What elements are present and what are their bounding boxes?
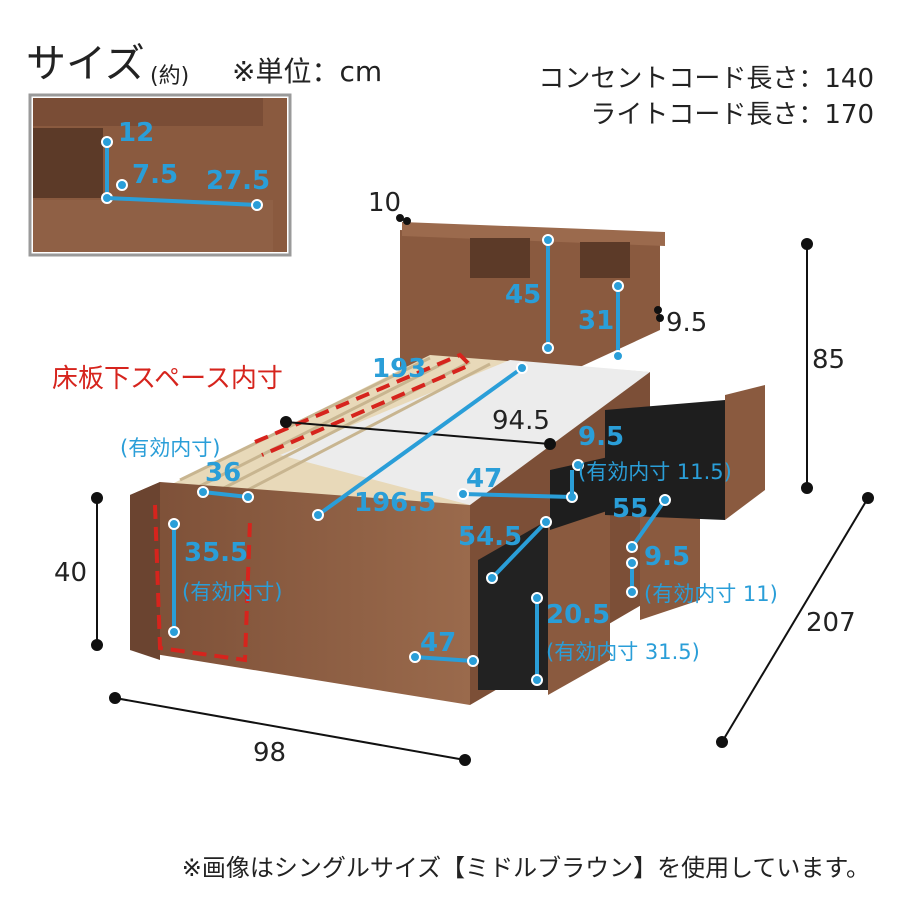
dim-inset-7-5: 7.5 (132, 160, 179, 190)
dim-inset-27-5: 27.5 (206, 166, 271, 196)
dim-drawer-47-top: 47 (466, 464, 503, 494)
dim-height-40: 40 (54, 558, 88, 588)
dim-height-85: 85 (812, 345, 846, 375)
title-approx-note: (約) (150, 64, 190, 89)
floor-space-label: 床板下スペース内寸 (52, 364, 283, 394)
dim-width-98: 98 (253, 738, 287, 768)
dim-drawer-depth-9-5: 9.5 (578, 422, 625, 452)
dim-inner-36: 36 (205, 458, 242, 488)
drawers (478, 385, 765, 695)
dim-effective-label: (有効内寸) (120, 436, 221, 460)
outlet-cord-length: コンセントコード長さ：140 (538, 64, 874, 94)
dim-length-193: 193 (372, 354, 427, 384)
dim-inner-35-5: 35.5 (184, 538, 249, 568)
footer-note: ※画像はシングルサイズ【ミドルブラウン】を使用しています。 (181, 854, 870, 882)
floor-space-outline (153, 352, 474, 663)
light-cord-length: ライトコード長さ：170 (590, 100, 874, 130)
dim-inner-35-5-effective: (有効内寸) (182, 580, 283, 604)
headboard-detail-inset (28, 93, 292, 257)
dim-inset-12: 12 (118, 118, 155, 148)
dim-side-9-5: 9.5 (644, 542, 691, 572)
dim-inner-196-5: 196.5 (354, 488, 437, 518)
dim-shelf-31: 31 (578, 306, 615, 336)
dimension-lines-blue (101, 136, 671, 686)
dimension-lines-black (91, 214, 874, 766)
page-title: サイズ (26, 41, 145, 87)
dim-drawer-20-5: 20.5 (546, 600, 611, 630)
dim-board-10: 10 (368, 188, 402, 218)
dim-headboard-45: 45 (505, 280, 542, 310)
unit-label: ※単位：cm (232, 55, 383, 88)
dim-side-effective: (有効内寸 11) (644, 582, 778, 606)
dim-width-94-5: 94.5 (492, 406, 550, 436)
dim-drawer-47-bottom: 47 (420, 628, 457, 658)
dim-shelf-9-5: 9.5 (666, 308, 708, 338)
dim-drawer-54-5: 54.5 (458, 522, 523, 552)
dim-length-207: 207 (806, 608, 856, 638)
dim-drawer-depth-effective: (有効内寸 11.5) (578, 460, 732, 484)
dim-drawer-20-5-effective: (有効内寸 31.5) (546, 640, 700, 664)
dim-drawer-55: 55 (612, 494, 649, 524)
